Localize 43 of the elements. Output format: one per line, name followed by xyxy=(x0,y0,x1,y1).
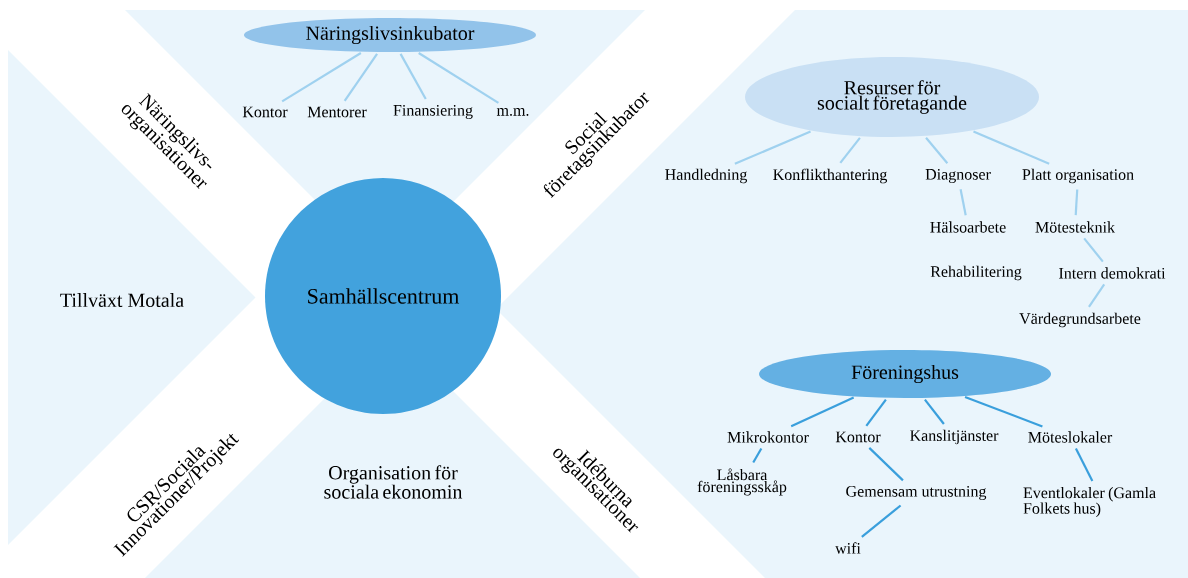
item-label: Finansiering xyxy=(393,105,473,119)
item-label: Hälsoarbete xyxy=(930,221,1006,233)
connector-line xyxy=(868,447,904,482)
connector-line xyxy=(1083,237,1104,263)
quadrant-label: Tillväxt Motala xyxy=(60,292,184,308)
item-label: Möteslokaler xyxy=(1028,431,1113,443)
item-label: Intern demokrati xyxy=(1059,267,1166,279)
connector-line xyxy=(399,53,427,100)
item-label: Rehabilitering xyxy=(930,265,1022,281)
connector-line xyxy=(1074,448,1094,482)
item-label: Kontor xyxy=(835,431,881,443)
connector-line xyxy=(925,137,949,164)
connector-line xyxy=(418,52,499,104)
connector-line xyxy=(959,189,967,216)
item-label: Kontor xyxy=(242,106,288,118)
item-label: Platt organisation xyxy=(1022,168,1134,184)
item-label: Handledning xyxy=(665,168,748,184)
connector-line xyxy=(865,398,887,427)
item-label: Eventlokaler (Gamla Folkets hus) xyxy=(1023,487,1156,517)
connector-line xyxy=(343,53,378,102)
connector-line xyxy=(734,130,811,165)
item-label: Mentorer xyxy=(307,106,367,118)
item-label: Kanslitjänster xyxy=(910,429,999,445)
item-label: wifi xyxy=(835,542,861,554)
item-label: Mikrokontor xyxy=(727,431,809,443)
item-label: Diagnoser xyxy=(925,169,991,183)
connector-line xyxy=(1088,283,1106,308)
connector-line xyxy=(964,395,1043,428)
connector-line xyxy=(861,504,902,538)
item-label: Mötesteknik xyxy=(1035,221,1115,233)
item-label: m.m. xyxy=(496,108,529,116)
item-label: Konflikthantering xyxy=(773,168,888,184)
connector-line xyxy=(924,398,945,425)
quadrant-label: Organisation för sociala ekonomin xyxy=(324,465,463,499)
connector-line xyxy=(790,396,855,428)
item-label: Låsbara föreningsskåp xyxy=(697,468,787,496)
item-label: Gemensam utrustning xyxy=(846,486,987,501)
connector-line xyxy=(281,52,362,103)
item-label: Värdegrundsarbete xyxy=(1019,312,1141,328)
connector-line xyxy=(752,448,763,464)
connector-line xyxy=(973,130,1050,165)
connector-line xyxy=(1074,189,1079,216)
connector-line xyxy=(839,137,861,164)
